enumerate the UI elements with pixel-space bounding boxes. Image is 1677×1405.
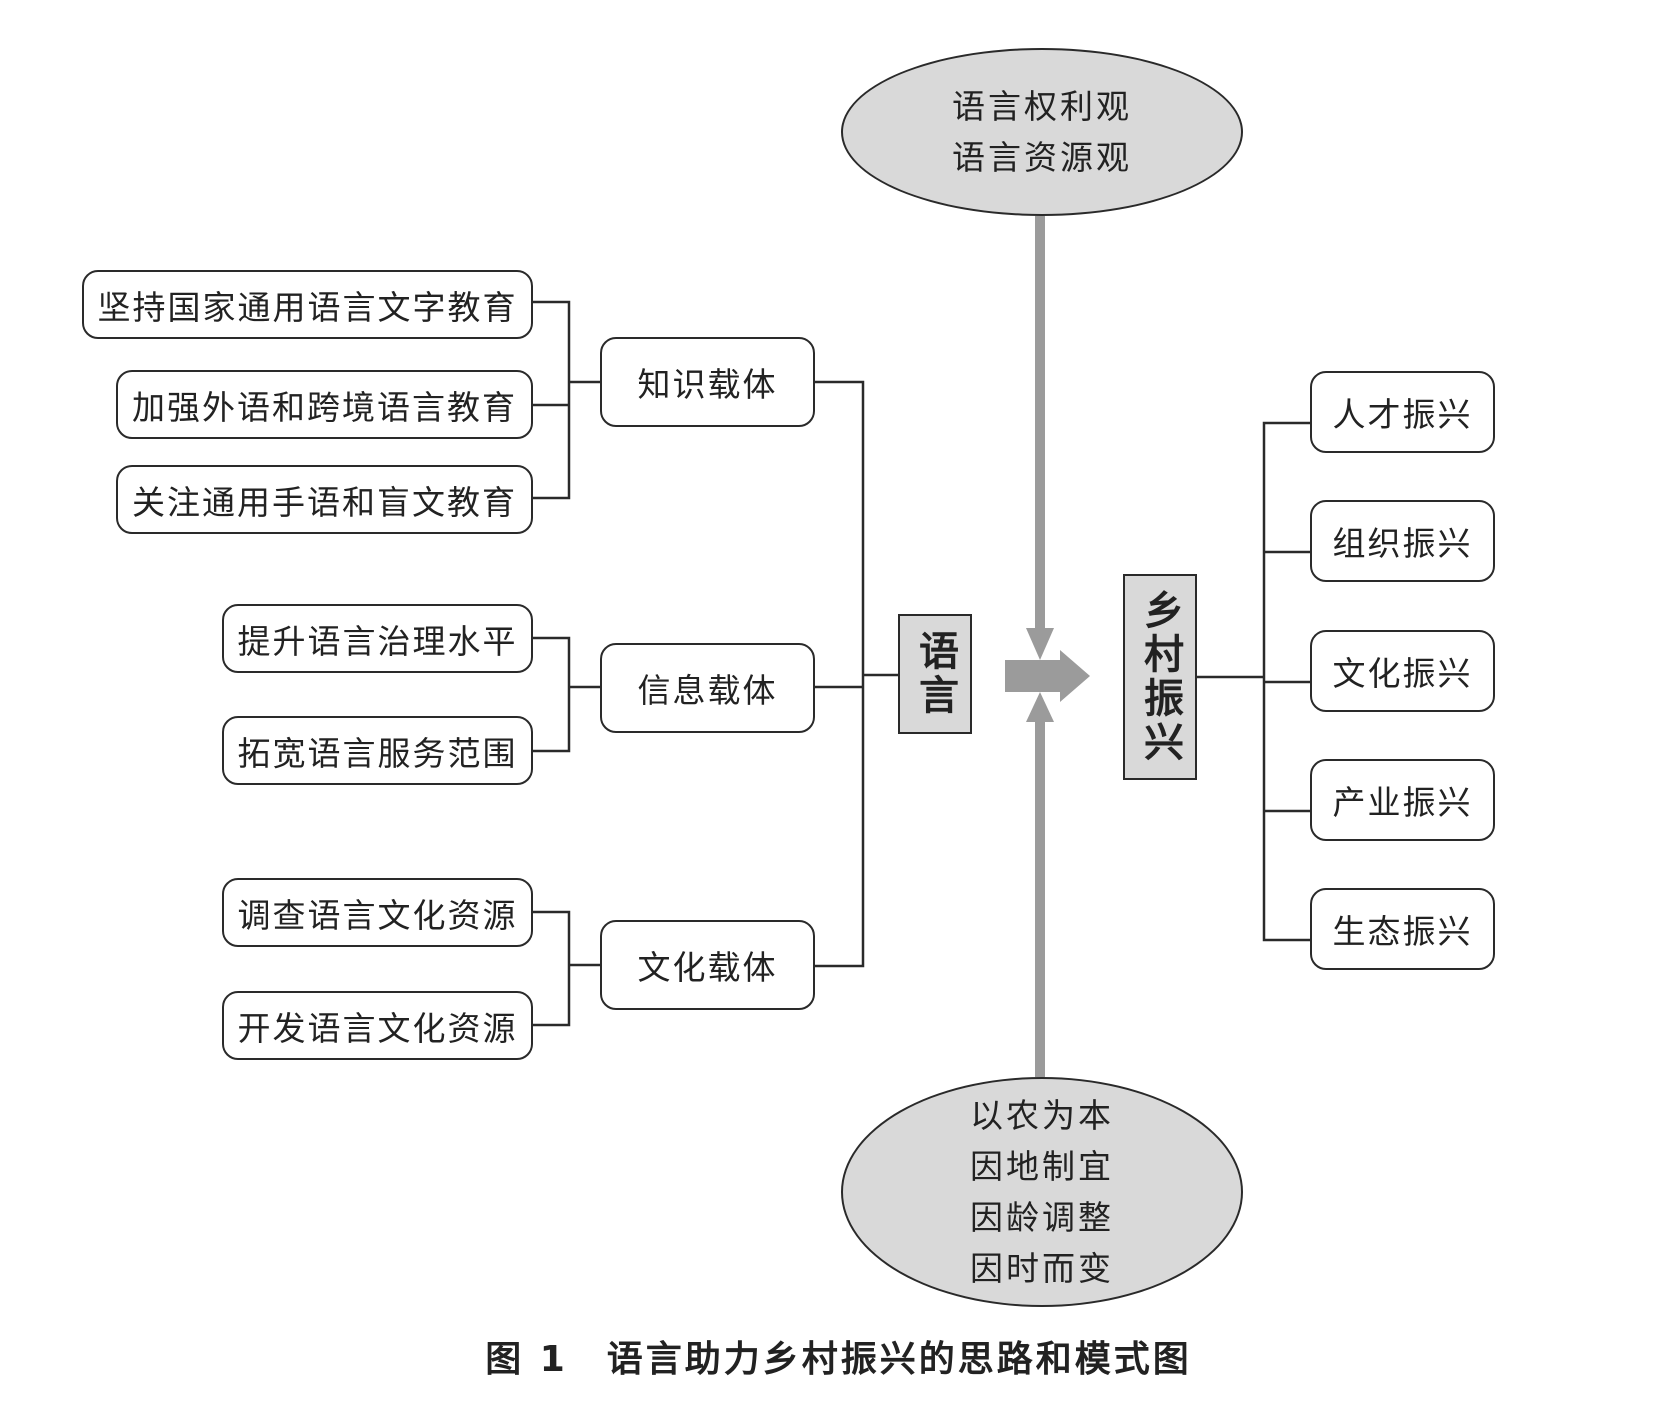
top-ellipse-line-1: 语言权利观 bbox=[952, 87, 1132, 126]
top-ellipse-line-2: 语言资源观 bbox=[952, 138, 1132, 177]
item-box: 调查语言文化资源 bbox=[222, 878, 533, 947]
carrier-label: 信息载体 bbox=[637, 671, 778, 710]
connector-knowledge-items bbox=[533, 300, 571, 500]
carrier-box-culture: 文化载体 bbox=[600, 920, 815, 1010]
outcome-box: 组织振兴 bbox=[1310, 500, 1495, 582]
item-label: 坚持国家通用语言文字教育 bbox=[97, 287, 518, 327]
carrier-label: 文化载体 bbox=[637, 948, 778, 987]
connector-culture-items bbox=[533, 910, 571, 1027]
outcome-label: 产业振兴 bbox=[1332, 783, 1473, 822]
carrier-box-knowledge: 知识载体 bbox=[600, 337, 815, 427]
bottom-ellipse-line-2: 因地制宜 bbox=[970, 1147, 1114, 1186]
item-label: 提升语言治理水平 bbox=[237, 621, 518, 661]
carrier-box-information: 信息载体 bbox=[600, 643, 815, 733]
connector-carriers bbox=[815, 380, 865, 968]
outcome-label: 生态振兴 bbox=[1332, 912, 1473, 951]
connector-info-items bbox=[533, 636, 571, 753]
rural-revitalization-label: 乡村振兴 bbox=[1137, 589, 1183, 765]
item-label: 关注通用手语和盲文教育 bbox=[132, 482, 517, 522]
outcome-box: 产业振兴 bbox=[1310, 759, 1495, 841]
item-label: 拓宽语言服务范围 bbox=[237, 733, 518, 773]
item-box: 拓宽语言服务范围 bbox=[222, 716, 533, 785]
bottom-ellipse-line-3: 因龄调整 bbox=[970, 1198, 1114, 1237]
outcome-box: 人才振兴 bbox=[1310, 371, 1495, 453]
carrier-label: 知识载体 bbox=[637, 365, 778, 404]
item-box: 开发语言文化资源 bbox=[222, 991, 533, 1060]
item-box: 坚持国家通用语言文字教育 bbox=[82, 270, 533, 339]
item-box: 提升语言治理水平 bbox=[222, 604, 533, 673]
outcome-label: 人才振兴 bbox=[1332, 395, 1473, 434]
item-box: 加强外语和跨境语言教育 bbox=[116, 370, 533, 439]
bottom-arrow-head bbox=[1026, 692, 1054, 722]
item-label: 开发语言文化资源 bbox=[237, 1008, 518, 1048]
bottom-ellipse-line-1: 以农为本 bbox=[970, 1096, 1114, 1135]
top-ellipse: 语言权利观 语言资源观 bbox=[841, 48, 1243, 216]
figure-caption: 图 1 语言助力乡村振兴的思路和模式图 bbox=[485, 1339, 1192, 1380]
top-arrow-shaft bbox=[1035, 216, 1045, 628]
bottom-ellipse: 以农为本 因地制宜 因龄调整 因时而变 bbox=[841, 1077, 1243, 1307]
language-box: 语言 bbox=[898, 614, 972, 734]
bottom-ellipse-line-4: 因时而变 bbox=[970, 1249, 1114, 1288]
bottom-arrow-shaft bbox=[1035, 722, 1045, 1077]
outcome-box: 生态振兴 bbox=[1310, 888, 1495, 970]
item-box: 关注通用手语和盲文教育 bbox=[116, 465, 533, 534]
item-label: 加强外语和跨境语言教育 bbox=[132, 387, 517, 427]
item-label: 调查语言文化资源 bbox=[237, 895, 518, 935]
rural-revitalization-box: 乡村振兴 bbox=[1123, 574, 1197, 780]
outcome-label: 文化振兴 bbox=[1332, 654, 1473, 693]
outcome-label: 组织振兴 bbox=[1332, 524, 1473, 563]
main-arrow bbox=[1005, 650, 1090, 702]
language-label: 语言 bbox=[912, 630, 958, 718]
outcome-box: 文化振兴 bbox=[1310, 630, 1495, 712]
top-arrow-head bbox=[1026, 628, 1054, 660]
